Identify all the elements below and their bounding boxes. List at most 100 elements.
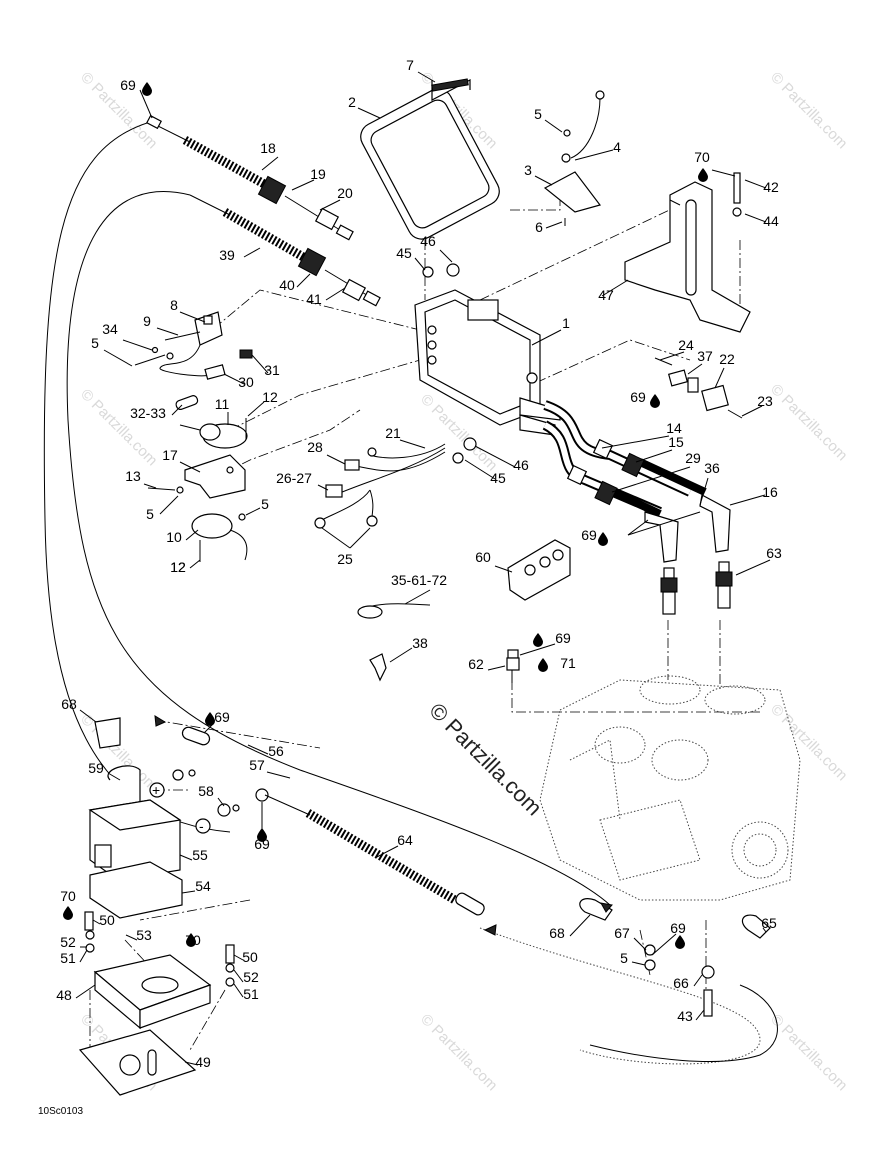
watermark: © Partzilla.com (767, 701, 850, 784)
engine-block (539, 675, 801, 901)
watermark: © Partzilla.com (767, 69, 850, 152)
part-callout-22: 22 (719, 351, 735, 367)
part-callout-66: 66 (673, 975, 689, 991)
part-callout-51: 51 (60, 950, 76, 966)
ground-cable (255, 788, 485, 916)
part-callout-25: 25 (337, 551, 353, 567)
part-callout-53: 53 (136, 927, 152, 943)
part-callout-71: 71 (560, 655, 576, 671)
part-callout-41: 41 (306, 291, 322, 307)
part-callout-12: 12 (262, 389, 278, 405)
part-callout-5: 5 (261, 496, 269, 512)
part-callout-45: 45 (396, 245, 412, 261)
ground-wire-bracket (543, 90, 605, 226)
part-callout-68: 68 (61, 696, 77, 712)
part-callout-5: 5 (146, 506, 154, 522)
part-callout-36: 36 (704, 460, 720, 476)
part-callout-14: 14 (666, 420, 682, 436)
part-callout-65: 65 (761, 915, 777, 931)
part-callout-42: 42 (763, 179, 779, 195)
part-callout-69: 69 (254, 836, 270, 852)
minus-sign: - (199, 818, 204, 834)
part-callout-8: 8 (170, 297, 178, 313)
part-callout-52: 52 (60, 934, 76, 950)
part-callout-9: 9 (143, 313, 151, 329)
part-callout-13: 13 (125, 468, 141, 484)
part-callout-47: 47 (598, 287, 614, 303)
watermark: © Partzilla.com (767, 1011, 850, 1094)
part-callout-57: 57 (249, 757, 265, 773)
drop-icon (257, 828, 267, 842)
part-callout-52: 52 (243, 969, 259, 985)
part-callout-40: 40 (279, 277, 295, 293)
part-callout-54: 54 (195, 878, 211, 894)
part-callout-59: 59 (88, 760, 104, 776)
part-callout-16: 16 (762, 484, 778, 500)
part-callout-26-27: 26-27 (276, 470, 312, 486)
part-callout-58: 58 (198, 783, 214, 799)
spark-plugs (660, 561, 733, 615)
wiring-harness (314, 443, 446, 529)
watermark: © Partzilla.com (77, 386, 160, 469)
part-callout-55: 55 (192, 847, 208, 863)
part-callout-29: 29 (685, 450, 701, 466)
part-callout-32-33: 32-33 (130, 405, 166, 421)
figure-code: 10Sc0103 (38, 1106, 83, 1117)
part-callout-37: 37 (697, 348, 713, 364)
part-callout-70: 70 (60, 888, 76, 904)
drop-icon (675, 935, 685, 949)
plus-sign: + (152, 782, 160, 798)
drop-icon (186, 933, 196, 947)
part-callout-38: 38 (412, 635, 428, 651)
part-callout-2: 2 (348, 94, 356, 110)
throttle-cable (146, 114, 354, 241)
part-callout-44: 44 (763, 213, 779, 229)
part-callout-69: 69 (120, 77, 136, 93)
part-callout-17: 17 (162, 447, 178, 463)
part-callout-69: 69 (670, 920, 686, 936)
part-callout-60: 60 (475, 549, 491, 565)
part-callout-6: 6 (535, 219, 543, 235)
part-callout-69: 69 (581, 527, 597, 543)
part-callout-50: 50 (99, 912, 115, 928)
part-callout-30: 30 (238, 374, 254, 390)
mpem-module (414, 263, 561, 436)
mpem-cover (360, 78, 500, 240)
part-callout-51: 51 (243, 986, 259, 1002)
part-callout-43: 43 (677, 1008, 693, 1024)
part-callout-1: 1 (562, 315, 570, 331)
watermark: © Partzilla.com (417, 1011, 500, 1094)
watermark: © Partzilla.com (77, 69, 160, 152)
part-callout-15: 15 (668, 434, 684, 450)
part-callout-49: 49 (195, 1054, 211, 1070)
watermark: © Partzilla.com (767, 381, 850, 464)
polarity-signs: + - (149, 782, 211, 834)
part-callout-63: 63 (766, 545, 782, 561)
small-connector (654, 357, 743, 419)
part-callout-45: 45 (490, 470, 506, 486)
mounting-bracket (624, 172, 751, 333)
center-watermark: © Partzilla.com (424, 698, 547, 821)
ignition-wires (542, 400, 731, 563)
part-callout-23: 23 (757, 393, 773, 409)
part-callout-18: 18 (260, 140, 276, 156)
misc-small-parts (357, 539, 571, 683)
part-callout-28: 28 (307, 439, 323, 455)
part-callout-69: 69 (555, 630, 571, 646)
oil-pump-cable (189, 194, 381, 307)
drop-icon (698, 168, 708, 182)
part-callout-5: 5 (91, 335, 99, 351)
part-callout-24: 24 (678, 337, 694, 353)
part-callout-70: 70 (185, 932, 201, 948)
drop-icon (650, 394, 660, 408)
drop-icon (538, 658, 548, 672)
part-callout-5: 5 (620, 950, 628, 966)
nuts-washers (452, 437, 477, 464)
part-callout-11: 11 (215, 396, 230, 412)
part-callout-69: 69 (630, 389, 646, 405)
leader-lines (75, 71, 771, 1066)
left-components (134, 311, 253, 562)
part-callout-62: 62 (468, 656, 484, 672)
